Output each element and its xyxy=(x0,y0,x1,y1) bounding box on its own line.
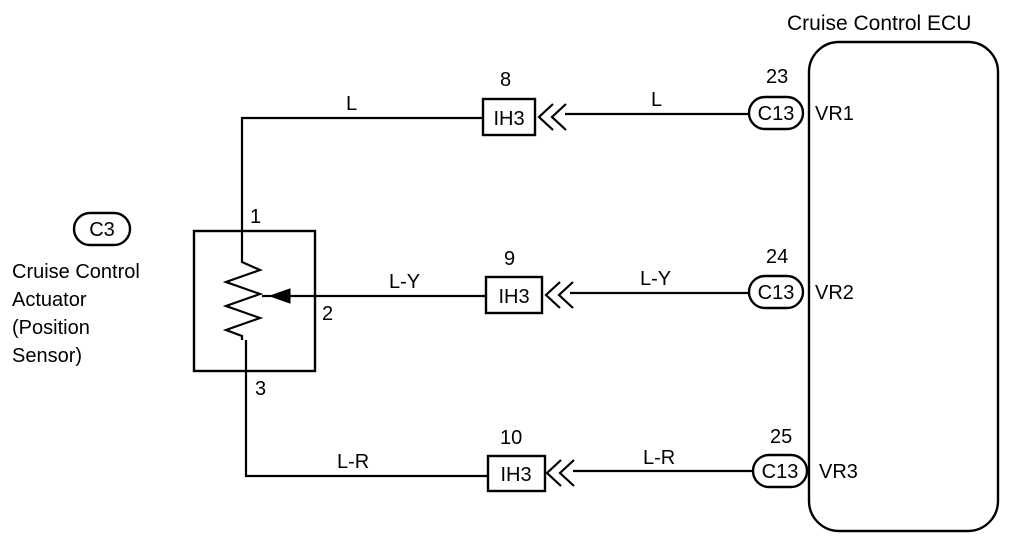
connector-chevron-icon xyxy=(544,281,574,309)
actuator: 1 2 3 C3 Cruise Control Actuator (Positi… xyxy=(12,206,333,400)
wire-1-left-color: L xyxy=(346,93,357,115)
ecu-pin-number: 23 xyxy=(766,66,788,88)
wire-3-left-segment xyxy=(244,340,488,478)
connector-chevron-icon xyxy=(537,103,567,131)
wiper-arrow-icon xyxy=(268,288,291,304)
actuator-housing xyxy=(192,229,317,373)
actuator-label-line: Cruise Control xyxy=(12,261,140,283)
actuator-label-line: (Position xyxy=(12,317,90,339)
wire-1-right-color: L xyxy=(651,89,662,111)
actuator-label-line: Sensor) xyxy=(12,345,82,367)
actuator-label-line: Actuator xyxy=(12,289,87,311)
wire-2-left-color: L-Y xyxy=(389,271,420,293)
wire-3-right-color: L-R xyxy=(643,447,675,469)
actuator-pin-1: 1 xyxy=(250,206,261,228)
ecu-pin-vr1: 23 C13 VR1 xyxy=(747,66,854,131)
wire-2: L-Y L-Y IH3 9 xyxy=(290,248,749,315)
ecu-connector-label: C13 xyxy=(762,461,799,483)
ecu-pin-number: 24 xyxy=(766,246,788,268)
wire-2-right-color: L-Y xyxy=(640,268,671,290)
ecu-pin-vr3: 25 C13 VR3 xyxy=(751,426,858,489)
junction-connector-ih3 xyxy=(486,454,547,493)
ecu-block xyxy=(807,40,1000,533)
junction-label: IH3 xyxy=(498,286,529,308)
actuator-connector-label: C3 xyxy=(89,219,115,241)
junction-connector-ih3 xyxy=(481,97,537,137)
junction-connector-ih3 xyxy=(484,275,544,315)
ecu-pin-vr2: 24 C13 VR2 xyxy=(747,246,854,310)
ecu-pin-name: VR1 xyxy=(815,103,854,125)
wire-1-left-segment xyxy=(240,116,483,256)
junction-pin-number: 9 xyxy=(504,248,515,270)
ecu-pin-name: VR3 xyxy=(819,461,858,483)
actuator-pin-3: 3 xyxy=(255,378,266,400)
ecu-pin-name: VR2 xyxy=(815,282,854,304)
junction-label: IH3 xyxy=(500,464,531,486)
wire-3-left-color: L-R xyxy=(337,451,369,473)
wire-1: L L IH3 8 xyxy=(240,69,749,256)
ecu-connector-label: C13 xyxy=(758,282,795,304)
actuator-connector-badge xyxy=(72,211,132,247)
potentiometer-resistor-icon xyxy=(222,256,264,340)
wire-3: L-R L-R IH3 10 xyxy=(244,340,753,493)
actuator-pin-2: 2 xyxy=(322,303,333,325)
ecu-pin-number: 25 xyxy=(770,426,792,448)
junction-pin-number: 8 xyxy=(500,69,511,91)
ecu-connector-label: C13 xyxy=(758,103,795,125)
ecu-title: Cruise Control ECU xyxy=(787,12,971,35)
connector-chevron-icon xyxy=(545,459,575,487)
junction-pin-number: 10 xyxy=(500,427,522,449)
junction-label: IH3 xyxy=(493,108,524,130)
